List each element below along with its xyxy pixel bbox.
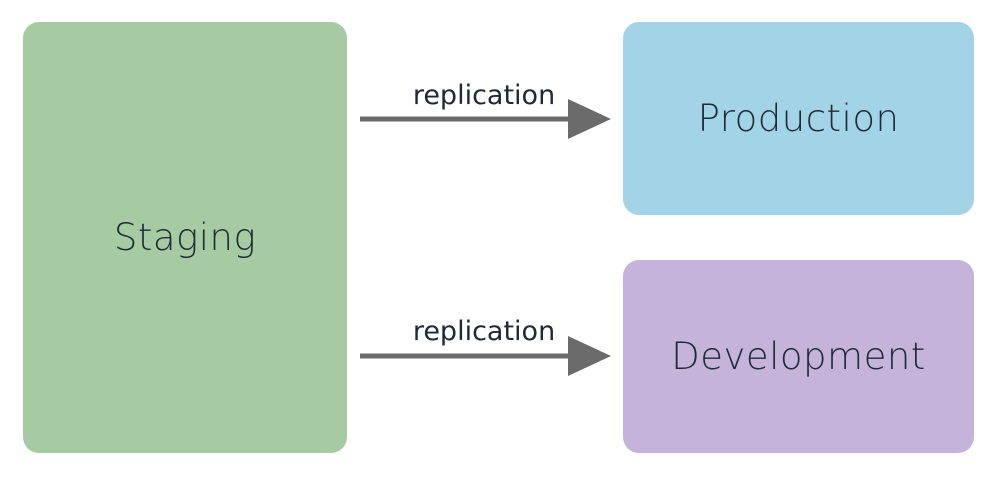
staging-label: Staging <box>113 216 257 259</box>
arrow-staging-to-development <box>360 336 611 376</box>
development-label: Development <box>671 335 926 378</box>
staging-box: Staging <box>23 22 347 453</box>
development-box: Development <box>623 260 974 453</box>
arrow-staging-to-production <box>360 99 611 139</box>
edge-label-production: replication <box>412 80 556 111</box>
edge-label-development: replication <box>412 316 556 347</box>
production-label: Production <box>697 97 900 140</box>
production-box: Production <box>623 22 974 215</box>
